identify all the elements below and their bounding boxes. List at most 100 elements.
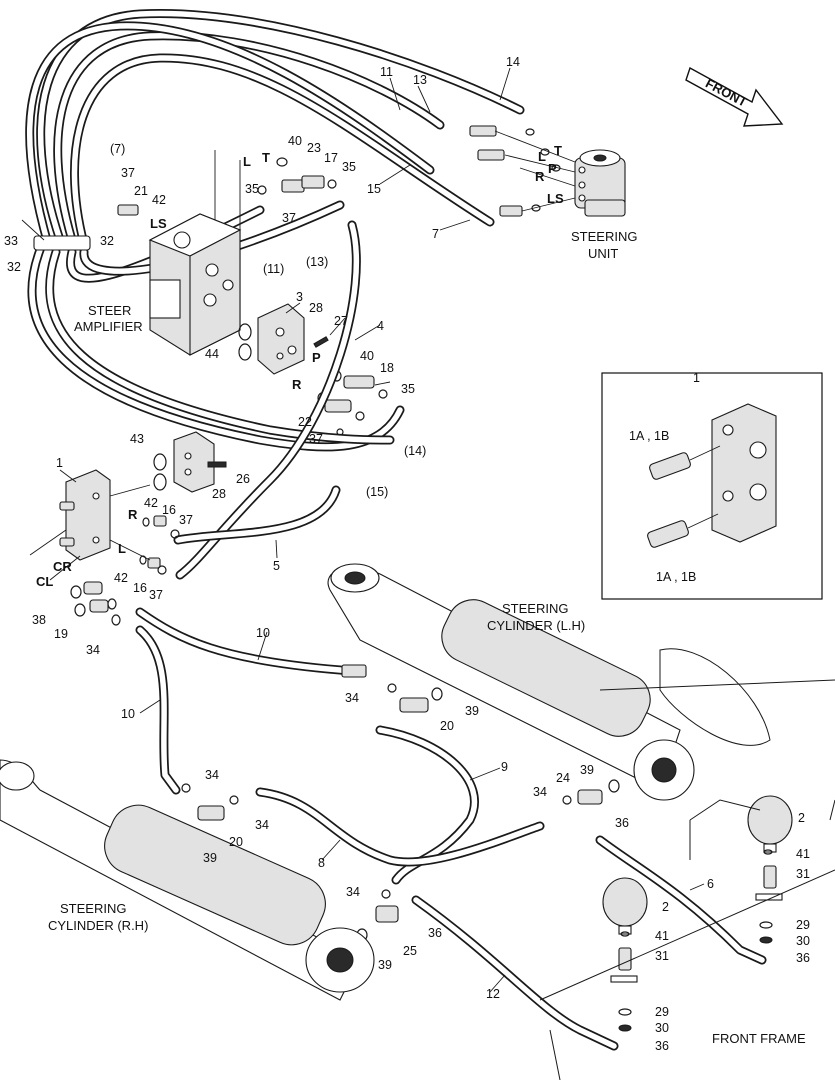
callout-15-paren: (15) bbox=[366, 485, 388, 499]
callout-14: 14 bbox=[506, 55, 520, 69]
port-label-r-top: R bbox=[535, 169, 545, 184]
callout-35: 35 bbox=[342, 160, 356, 174]
block-43 bbox=[153, 431, 227, 493]
callout-25: 25 bbox=[403, 944, 417, 958]
port-label-ls-top: LS bbox=[547, 191, 564, 206]
port-label-t-top: T bbox=[554, 143, 562, 158]
front-arrow: FRONT bbox=[685, 66, 784, 127]
callout-41: 41 bbox=[655, 929, 669, 943]
steering-cylinder-rh bbox=[0, 759, 375, 1001]
callout-39: 39 bbox=[465, 704, 479, 718]
callout-34: 34 bbox=[86, 643, 100, 657]
callout-10: 10 bbox=[256, 626, 270, 640]
port-label-ls-amp: LS bbox=[150, 216, 167, 231]
accumulator-upper bbox=[747, 795, 793, 901]
callout-23: 23 bbox=[307, 141, 321, 155]
manifold-block-3 bbox=[238, 303, 329, 375]
callout-5: 5 bbox=[273, 559, 280, 573]
hose-bundle-upper bbox=[25, 9, 525, 452]
callout-12: 12 bbox=[486, 987, 500, 1001]
callout-30: 30 bbox=[796, 934, 810, 948]
callout-32: 32 bbox=[7, 260, 21, 274]
callout-40: 40 bbox=[360, 349, 374, 363]
callout-37: 37 bbox=[149, 588, 163, 602]
callout-17: 17 bbox=[324, 151, 338, 165]
callout-33: 33 bbox=[4, 234, 18, 248]
port-label-l-amp: L bbox=[243, 154, 251, 169]
steering-unit bbox=[574, 149, 626, 217]
port-label-t-amp: T bbox=[262, 150, 270, 165]
callout-18: 18 bbox=[380, 361, 394, 375]
port-label-p-mid: P bbox=[312, 350, 321, 365]
callout-11: 11 bbox=[380, 65, 393, 79]
callout-6: 6 bbox=[707, 877, 714, 891]
callout-37: 37 bbox=[179, 513, 193, 527]
callout-38: 38 bbox=[32, 613, 46, 627]
valve-fittings bbox=[29, 484, 180, 581]
callout-42: 42 bbox=[114, 571, 128, 585]
callout-31: 31 bbox=[796, 867, 810, 881]
cylinder-rh-caption-1: STEERING bbox=[60, 901, 126, 916]
callout-2: 2 bbox=[798, 811, 805, 825]
steer-amplifier-caption-1: STEER bbox=[88, 303, 131, 318]
port-label-p-top: P bbox=[548, 161, 557, 176]
callout-34: 34 bbox=[533, 785, 547, 799]
cylinder-rh-caption-2: CYLINDER (R.H) bbox=[48, 918, 148, 933]
callout-37: 37 bbox=[309, 432, 323, 446]
accumulator-lower bbox=[602, 877, 648, 983]
callout-19: 19 bbox=[54, 627, 68, 641]
front-frame bbox=[539, 679, 835, 1080]
steer-amplifier-caption-2: AMPLIFIER bbox=[74, 319, 143, 334]
callout-10: 10 bbox=[121, 707, 135, 721]
callout-42: 42 bbox=[152, 193, 166, 207]
callout-20: 20 bbox=[229, 835, 243, 849]
valve-block-1 bbox=[59, 469, 111, 561]
callout-16: 16 bbox=[133, 581, 147, 595]
callout-27: 27 bbox=[334, 314, 348, 328]
callout-37: 37 bbox=[121, 166, 135, 180]
callout-26: 26 bbox=[236, 472, 250, 486]
callout-3: 3 bbox=[296, 290, 303, 304]
hoses-10-9-8 bbox=[135, 607, 545, 885]
callout-4: 4 bbox=[377, 319, 384, 333]
callout-28: 28 bbox=[309, 301, 323, 315]
amplifier-fittings bbox=[117, 150, 337, 260]
callout-13: 13 bbox=[413, 73, 427, 87]
callout-7-paren: (7) bbox=[110, 142, 125, 156]
callout-36: 36 bbox=[615, 816, 629, 830]
cylinder-lh-caption-2: CYLINDER (L.H) bbox=[487, 618, 585, 633]
callout-32: 32 bbox=[100, 234, 114, 248]
callouts: 14 11 13 (7) 40 23 17 35 37 21 42 35 37 … bbox=[4, 55, 810, 1053]
front-frame-caption: FRONT FRAME bbox=[712, 1031, 806, 1046]
callout-9: 9 bbox=[501, 760, 508, 774]
cylinder-lh-caption-1: STEERING bbox=[502, 601, 568, 616]
callout-7: 7 bbox=[432, 227, 439, 241]
steering-unit-caption-2: UNIT bbox=[588, 246, 618, 261]
accumulator-washers bbox=[618, 849, 773, 1032]
callout-13-paren: (13) bbox=[306, 255, 328, 269]
inset-label-bottom: 1A , 1B bbox=[656, 570, 696, 584]
callout-35: 35 bbox=[401, 382, 415, 396]
callout-leaders bbox=[21, 67, 705, 993]
port-label-r-valve: R bbox=[128, 507, 138, 522]
callout-8: 8 bbox=[318, 856, 325, 870]
callout-29: 29 bbox=[796, 918, 810, 932]
callout-41: 41 bbox=[796, 847, 810, 861]
callout-15: 15 bbox=[367, 182, 381, 196]
callout-40: 40 bbox=[288, 134, 302, 148]
steering-unit-caption-1: STEERING bbox=[571, 229, 637, 244]
port-label-cr: CR bbox=[53, 559, 72, 574]
hose-4-5 bbox=[173, 220, 361, 580]
callout-29: 29 bbox=[655, 1005, 669, 1019]
callout-36: 36 bbox=[655, 1039, 669, 1053]
fittings-18-22 bbox=[317, 370, 388, 436]
callout-20: 20 bbox=[440, 719, 454, 733]
callout-11-paren: (11) bbox=[263, 262, 284, 276]
callout-14-paren: (14) bbox=[404, 444, 426, 458]
callout-39: 39 bbox=[203, 851, 217, 865]
inset-label-top: 1A , 1B bbox=[629, 429, 669, 443]
callout-36: 36 bbox=[796, 951, 810, 965]
callout-31: 31 bbox=[655, 949, 669, 963]
port-label-l-top: L bbox=[538, 149, 546, 164]
